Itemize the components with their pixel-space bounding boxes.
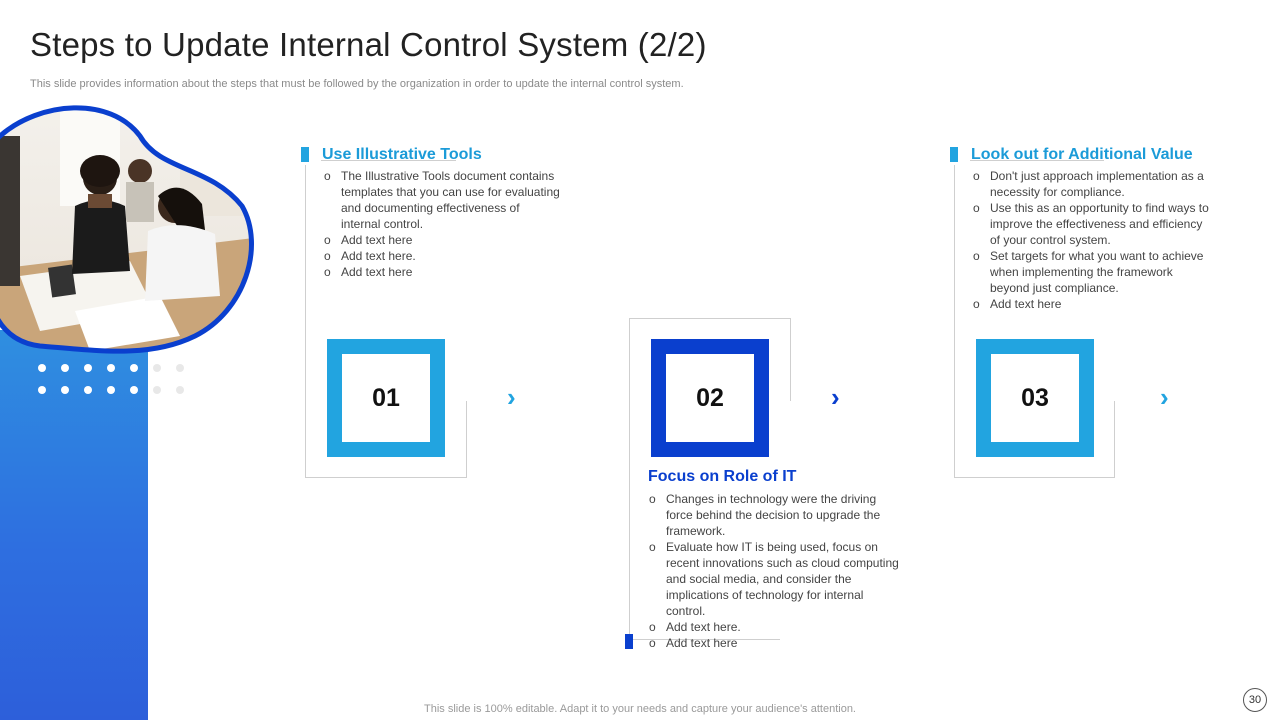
step-2-number-box: 02 [651, 339, 769, 457]
list-item: Add text here [971, 296, 1209, 312]
list-item: Add text here [322, 264, 562, 280]
blue-side-band [0, 330, 148, 720]
list-item: Changes in technology were the driving f… [647, 491, 905, 539]
decorative-dots [38, 364, 218, 408]
step-3-bullets: Don't just approach implementation as a … [971, 168, 1209, 312]
list-item: Add text here. [647, 619, 905, 635]
step-1-number: 01 [372, 383, 400, 412]
step-1-bullets: The Illustrative Tools document contains… [322, 168, 562, 280]
list-item: Add text here [322, 232, 562, 248]
step-3-marker [950, 147, 958, 162]
team-photo-blob [0, 105, 254, 354]
list-item: Evaluate how IT is being used, focus on … [647, 539, 905, 619]
slide-footer: This slide is 100% editable. Adapt it to… [424, 703, 856, 715]
list-item: The Illustrative Tools document contains… [322, 168, 562, 232]
step-3-number-box: 03 [976, 339, 1094, 457]
list-item: Use this as an opportunity to find ways … [971, 200, 1209, 248]
step-1-heading: Use Illustrative Tools [322, 146, 482, 163]
step-1-number-box: 01 [327, 339, 445, 457]
list-item: Set targets for what you want to achieve… [971, 248, 1209, 296]
slide-title: Steps to Update Internal Control System … [30, 26, 707, 63]
page-number: 30 [1243, 688, 1267, 712]
chevron-right-icon: › [507, 382, 516, 412]
chevron-right-icon: › [1160, 382, 1169, 412]
step-2-bullets: Changes in technology were the driving f… [647, 491, 905, 651]
slide-subtitle: This slide provides information about th… [30, 78, 684, 90]
step-1-marker [301, 147, 309, 162]
list-item: Add text here. [322, 248, 562, 264]
step-2-number: 02 [696, 383, 724, 412]
step-3-heading: Look out for Additional Value [971, 146, 1193, 163]
step-2-heading: Focus on Role of IT [648, 468, 797, 485]
step-3-number: 03 [1021, 383, 1049, 412]
step-2-marker [625, 634, 633, 649]
chevron-right-icon: › [831, 382, 840, 412]
list-item: Add text here [647, 635, 905, 651]
list-item: Don't just approach implementation as a … [971, 168, 1209, 200]
